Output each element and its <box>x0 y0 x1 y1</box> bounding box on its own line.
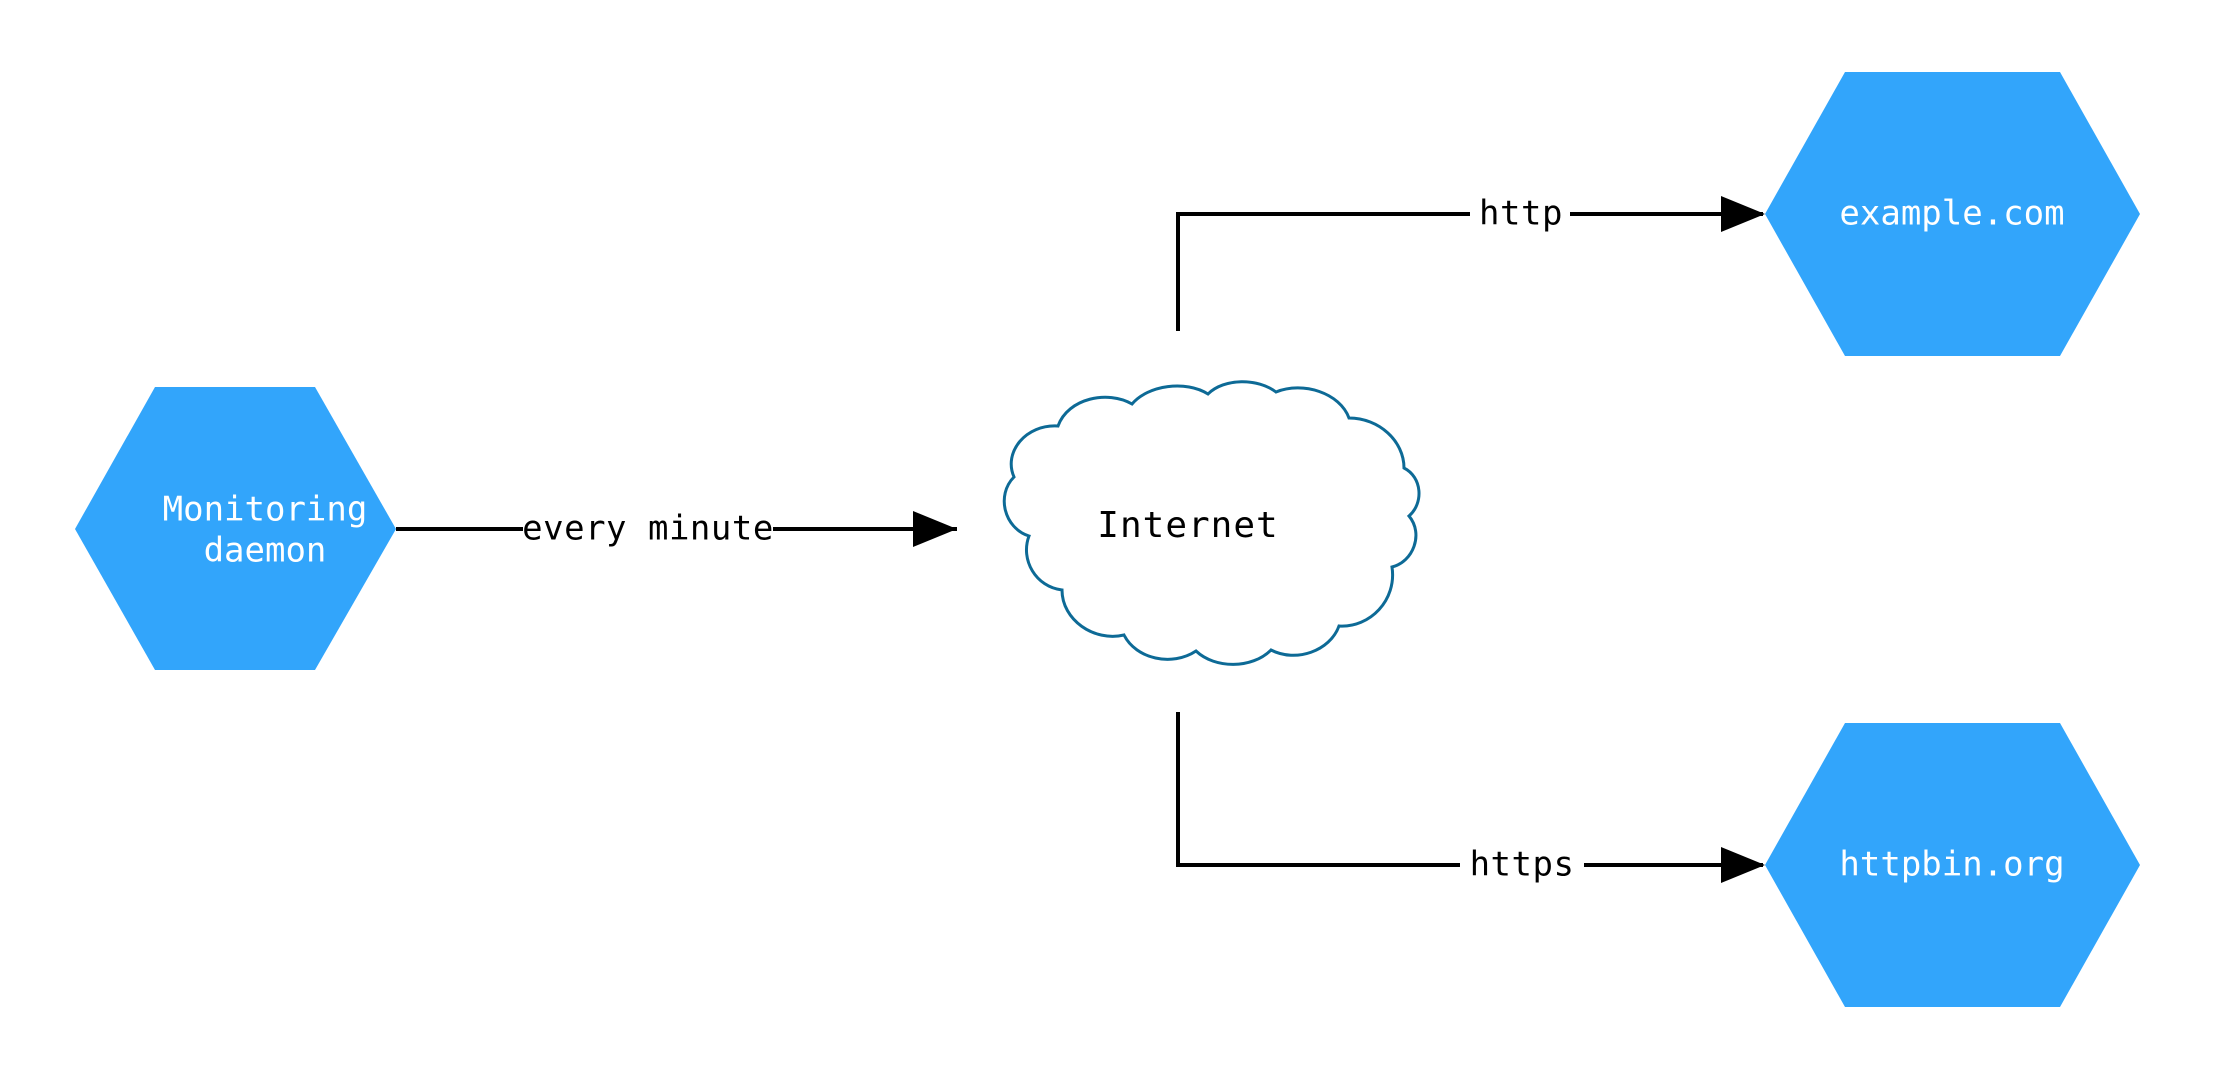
internet-label: Internet <box>1097 505 1278 546</box>
internet-cloud-shape <box>1002 380 1421 666</box>
httpbin-org-hexagon <box>1765 723 2140 1007</box>
edge-daemon-to-internet[interactable]: every minute <box>396 506 957 552</box>
node-internet[interactable]: Internet <box>1002 380 1421 666</box>
edge-daemon-to-internet-label-bg <box>523 506 773 552</box>
monitoring-daemon-label-line2: daemon <box>204 531 327 571</box>
edge-internet-to-httpbin-label-bg <box>1460 842 1584 888</box>
edge-internet-to-httpbin-label: https <box>1470 845 1575 885</box>
example-com-label: example.com <box>1839 194 2064 234</box>
edge-daemon-to-internet-arrowhead <box>913 511 957 547</box>
monitoring-daemon-label-line1: Monitoring <box>163 490 368 530</box>
edge-internet-to-httpbin-arrowhead <box>1721 847 1765 883</box>
edge-daemon-to-internet-label: every minute <box>522 509 774 549</box>
edge-internet-to-httpbin[interactable]: https <box>1176 712 1765 888</box>
node-monitoring-daemon[interactable]: Monitoring daemon <box>75 387 396 670</box>
node-example-com[interactable]: example.com <box>1765 72 2140 356</box>
httpbin-org-label: httpbin.org <box>1839 845 2064 885</box>
edge-internet-to-example-label-bg <box>1470 191 1570 237</box>
edge-internet-to-example[interactable]: http <box>1176 191 1765 331</box>
monitoring-daemon-hexagon <box>75 387 396 670</box>
example-com-hexagon <box>1765 72 2140 356</box>
edge-internet-to-example-arrowhead <box>1721 196 1765 232</box>
edge-internet-to-example-label: http <box>1479 194 1563 234</box>
node-httpbin-org[interactable]: httpbin.org <box>1765 723 2140 1007</box>
